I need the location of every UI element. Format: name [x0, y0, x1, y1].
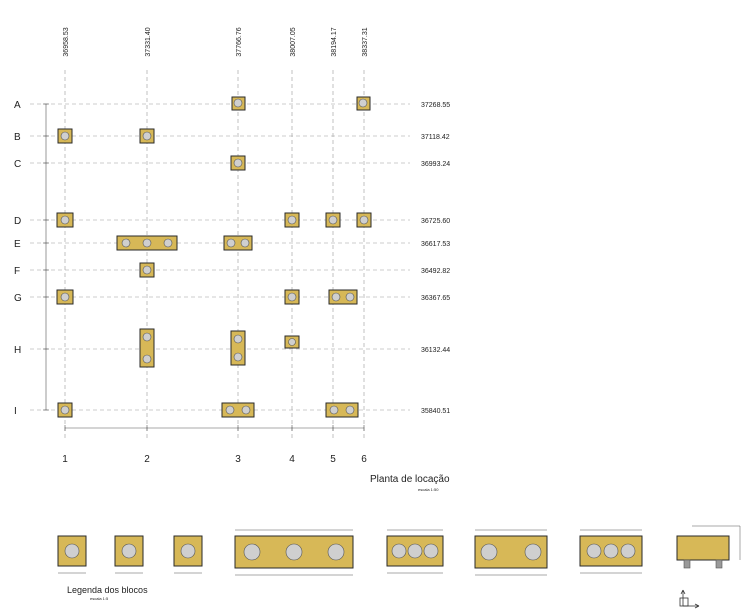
column-label-1: 1	[62, 454, 68, 465]
left-dimension-line	[43, 103, 49, 411]
row-label-F: F	[14, 266, 20, 277]
column-coord-3: 37766.76	[236, 27, 243, 56]
grid-lines	[30, 70, 410, 440]
legend-subtitle: escala 1:5	[90, 596, 109, 601]
row-label-D: D	[14, 216, 21, 227]
row-label-C: C	[14, 159, 21, 170]
row-label-I: I	[14, 406, 17, 417]
column-label-3: 3	[235, 454, 241, 465]
row-labels: A B C D E F G H I	[14, 100, 22, 417]
column-label-6: 6	[361, 454, 367, 465]
pile-cap-blocks	[56, 96, 372, 418]
column-coord-4: 38007.05	[290, 27, 297, 56]
row-coord-A: 37268.55	[421, 102, 450, 109]
row-coord-E: 36617.53	[421, 241, 450, 248]
legend-title: Legenda dos blocos	[67, 585, 148, 595]
plan-subtitle: escala 1:50	[418, 487, 439, 492]
row-label-A: A	[14, 100, 21, 111]
row-coord-G: 36367.65	[421, 295, 450, 302]
row-label-G: G	[14, 293, 22, 304]
legend-block-8-section	[676, 535, 730, 561]
column-coord-2: 37331.40	[145, 27, 152, 56]
column-coord-6: 38337.31	[362, 27, 369, 56]
row-coord-F: 36492.82	[421, 268, 450, 275]
block-legend: Legenda dos blocos escala 1:5	[57, 525, 741, 601]
row-coord-I: 35840.51	[421, 408, 450, 415]
bottom-dimension-line	[64, 425, 365, 431]
row-label-E: E	[14, 239, 21, 250]
piles	[60, 98, 369, 415]
plan-title: Planta de locação	[370, 474, 450, 485]
column-coord-5: 38194.17	[331, 27, 338, 56]
row-label-B: B	[14, 132, 21, 143]
row-coord-C: 36993.24	[421, 161, 450, 168]
row-coord-D: 36725.60	[421, 218, 450, 225]
column-label-4: 4	[289, 454, 295, 465]
column-coord-1: 36958.53	[63, 27, 70, 56]
row-label-H: H	[14, 345, 21, 356]
column-labels: 1 2 3 4 5 6	[62, 454, 367, 465]
row-coord-B: 37118.42	[421, 134, 450, 141]
column-label-2: 2	[144, 454, 150, 465]
row-coord-H: 36132.44	[421, 347, 450, 354]
column-coordinates: 36958.53 37331.40 37766.76 38007.05 3819…	[63, 27, 369, 56]
axis-symbol-icon	[679, 589, 700, 609]
row-coordinates: 37268.55 37118.42 36993.24 36725.60 3661…	[421, 102, 450, 415]
column-label-5: 5	[330, 454, 336, 465]
